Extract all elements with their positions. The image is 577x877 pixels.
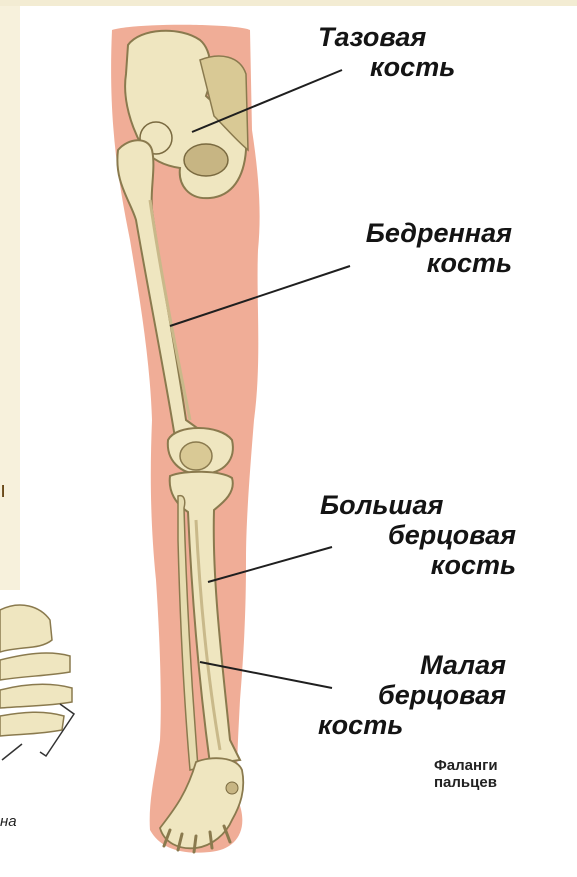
label-pelvis-line1: Тазовая [318, 22, 455, 52]
label-femur-line1: Бедренная [330, 218, 512, 248]
label-fibula: Малая берцовая кость [318, 650, 506, 741]
label-fibula-line1: Малая [318, 650, 506, 680]
label-phalanges-line2: пальцев [434, 775, 498, 792]
label-tibia-line1: Большая [318, 490, 516, 520]
label-phalanges-line1: Фаланги [434, 758, 498, 775]
label-tibia: Большая берцовая кость [318, 490, 516, 581]
label-phalanges: Фаланги пальцев [434, 758, 498, 792]
label-pelvis-line2: кость [318, 52, 455, 82]
label-fragment-top: ı [0, 478, 6, 503]
label-fragment-left: на [0, 814, 17, 831]
label-tibia-line3: кость [318, 550, 516, 580]
label-fibula-line2: берцовая [318, 680, 506, 710]
label-tibia-line2: берцовая [318, 520, 516, 550]
label-femur-line2: кость [330, 248, 512, 278]
top-strip [0, 0, 577, 6]
foot-fragment [0, 605, 74, 760]
label-fibula-line3: кость [318, 710, 506, 740]
label-pelvis: Тазовая кость [318, 22, 455, 82]
label-femur: Бедренная кость [330, 218, 512, 278]
